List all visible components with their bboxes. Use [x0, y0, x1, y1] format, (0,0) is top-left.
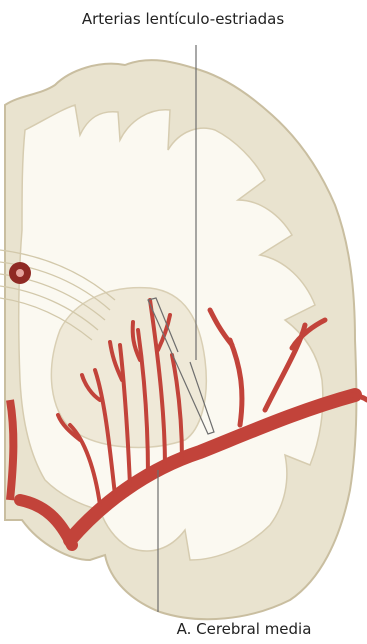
label-middle-cerebral-artery: A. Cerebral media: [177, 620, 312, 638]
label-lenticulostriate-arteries: Arterias lentículo-estriadas: [82, 10, 285, 28]
ventricle-vessel-highlight: [16, 269, 24, 277]
basal-ganglia: [51, 288, 206, 448]
internal-carotid-artery: [10, 400, 13, 500]
